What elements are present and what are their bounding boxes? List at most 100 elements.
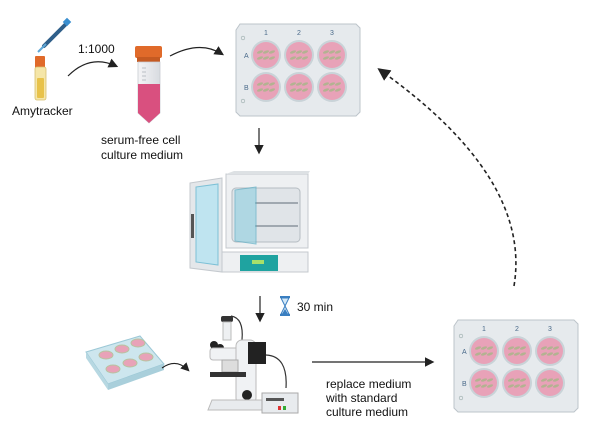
well-A1 xyxy=(471,338,497,364)
cell-shape xyxy=(513,384,521,388)
well-B2 xyxy=(286,74,312,100)
medium-label-line2: culture medium xyxy=(101,148,184,162)
plate-column-label: 3 xyxy=(548,326,552,333)
medium-label-line1: serum-free cell xyxy=(101,133,181,147)
cell-shape xyxy=(328,56,336,60)
cell-shape xyxy=(328,50,336,54)
cell-shape xyxy=(262,82,270,86)
cell-shape xyxy=(256,50,264,54)
cell-shape xyxy=(552,346,560,350)
cell-shape xyxy=(486,352,494,356)
cell-shape xyxy=(301,50,309,54)
well-A1 xyxy=(253,42,279,68)
dashed-return-arrow xyxy=(377,68,517,287)
cell-shape xyxy=(301,88,309,92)
cell-shape xyxy=(486,346,494,350)
cell-shape xyxy=(546,352,554,356)
cell-shape xyxy=(486,384,494,388)
arrow-plate-to-microscope xyxy=(161,362,190,372)
cell-shape xyxy=(289,82,297,86)
well-B1 xyxy=(253,74,279,100)
well-A2 xyxy=(504,338,530,364)
cell-shape xyxy=(474,378,482,382)
arrow-vial-to-tube xyxy=(67,58,119,77)
cell-shape xyxy=(289,88,297,92)
cell-shape xyxy=(322,56,330,60)
cell-shape xyxy=(507,346,515,350)
plate-column-label: 1 xyxy=(482,326,486,333)
cell-shape xyxy=(513,352,521,356)
plate-column-label: 2 xyxy=(297,30,301,37)
cell-shape xyxy=(519,346,527,350)
plate-row-label: B xyxy=(462,381,467,388)
cell-shape xyxy=(546,378,554,382)
replace-label-line2: with standard xyxy=(326,391,398,405)
cell-shape xyxy=(474,384,482,388)
dilution-label: 1:1000 xyxy=(78,42,115,56)
cell-shape xyxy=(513,378,521,382)
cell-shape xyxy=(301,82,309,86)
cell-shape xyxy=(546,346,554,350)
cell-shape xyxy=(540,346,548,350)
arrow-tube-to-plate xyxy=(169,46,225,57)
well-B3 xyxy=(319,74,345,100)
cell-shape xyxy=(519,352,527,356)
cell-shape xyxy=(268,88,276,92)
cell-shape xyxy=(262,88,270,92)
cell-shape xyxy=(295,82,303,86)
well-A2 xyxy=(286,42,312,68)
replace-label-line1: replace medium xyxy=(326,377,412,391)
plate-row-label: A xyxy=(462,349,467,356)
cell-shape xyxy=(334,88,342,92)
cell-shape xyxy=(546,384,554,388)
cell-shape xyxy=(513,346,521,350)
cell-shape xyxy=(486,378,494,382)
cell-shape xyxy=(519,384,527,388)
plate-row-label: A xyxy=(244,53,249,60)
cell-shape xyxy=(322,88,330,92)
microscope-icon xyxy=(207,315,299,414)
amytracker-vial-icon xyxy=(34,56,47,101)
cell-shape xyxy=(256,88,264,92)
cell-shape xyxy=(540,378,548,382)
cell-shape xyxy=(507,352,515,356)
cell-shape xyxy=(540,384,548,388)
cell-shape xyxy=(256,82,264,86)
well-plate-tilted-icon xyxy=(85,335,165,390)
plate-column-label: 3 xyxy=(330,30,334,37)
cell-shape xyxy=(334,50,342,54)
cell-shape xyxy=(480,352,488,356)
amytracker-label: Amytracker xyxy=(12,104,73,118)
replace-label-line3: culture medium xyxy=(326,405,409,419)
cell-shape xyxy=(256,56,264,60)
cell-shape xyxy=(507,378,515,382)
hourglass-icon xyxy=(280,296,290,316)
cell-shape xyxy=(295,88,303,92)
cell-shape xyxy=(480,346,488,350)
cell-shape xyxy=(480,384,488,388)
cell-shape xyxy=(552,352,560,356)
cell-shape xyxy=(268,56,276,60)
incubation-time-label: 30 min xyxy=(297,300,334,314)
falcon-tube-icon xyxy=(135,46,162,124)
well-A3 xyxy=(319,42,345,68)
cell-shape xyxy=(322,50,330,54)
cell-shape xyxy=(334,82,342,86)
cell-shape xyxy=(540,352,548,356)
well-B1 xyxy=(471,370,497,396)
well-A3 xyxy=(537,338,563,364)
cell-shape xyxy=(295,50,303,54)
plate-row-label: B xyxy=(244,85,249,92)
cell-shape xyxy=(301,56,309,60)
well-B3 xyxy=(537,370,563,396)
cell-shape xyxy=(289,50,297,54)
cell-shape xyxy=(262,50,270,54)
pipette-icon xyxy=(37,17,72,53)
cell-shape xyxy=(507,384,515,388)
well-B2 xyxy=(504,370,530,396)
cell-shape xyxy=(474,346,482,350)
cell-shape xyxy=(268,50,276,54)
